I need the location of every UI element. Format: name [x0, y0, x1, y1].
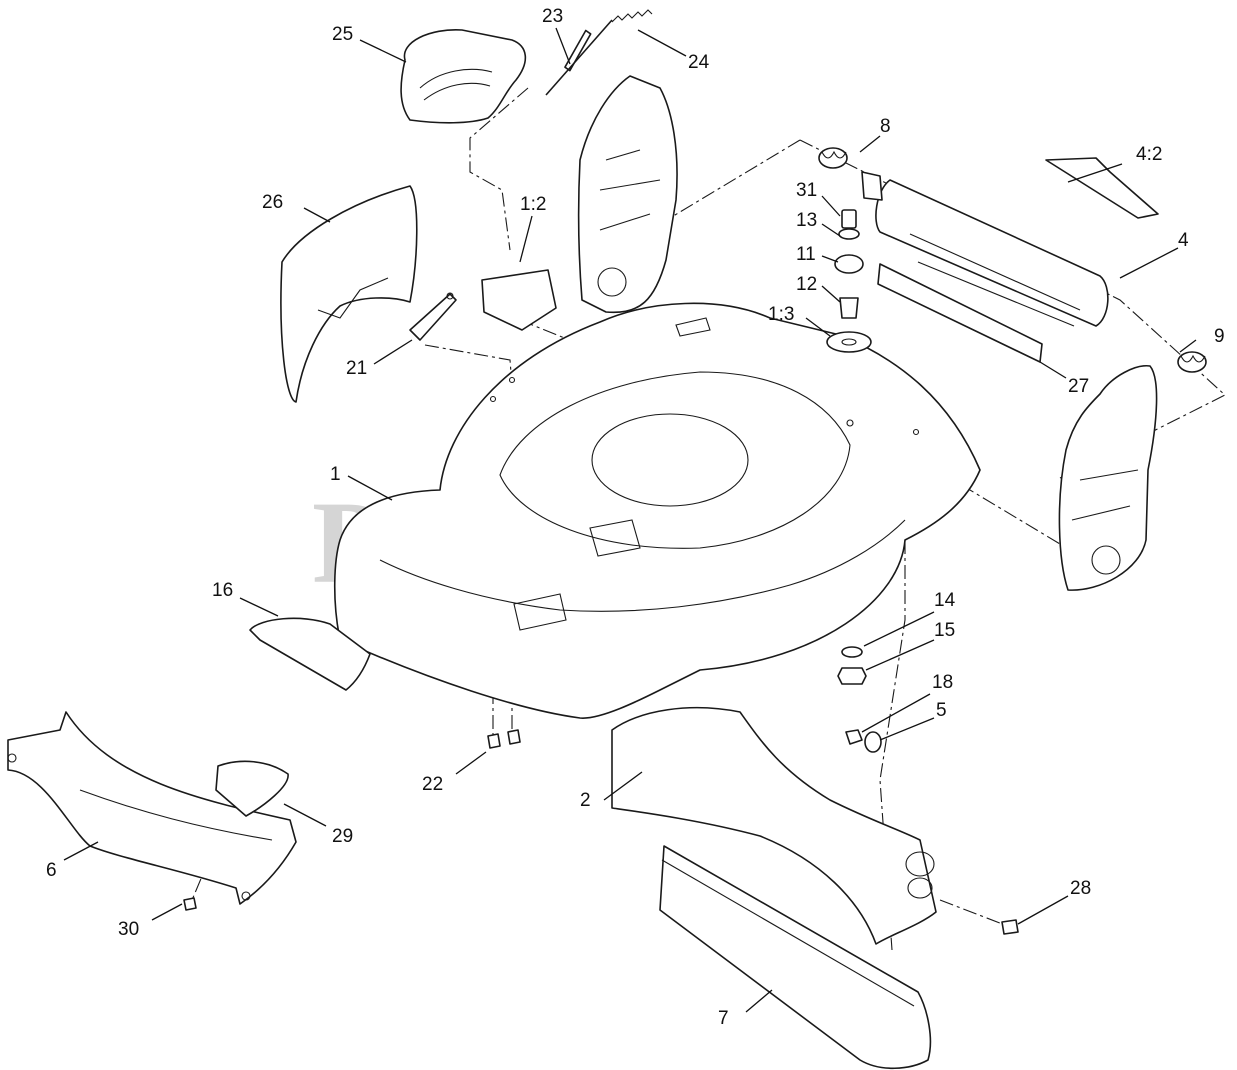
- callout-28: 27: [1068, 376, 1089, 397]
- guide-line-cover: [469, 87, 529, 251]
- callout-16: 16: [212, 580, 233, 601]
- leader-lines: [63, 27, 1197, 1013]
- callout-8: 8: [880, 116, 891, 137]
- part-11: [834, 254, 864, 274]
- callout-2: 2: [580, 790, 591, 811]
- callout-5: 6: [46, 860, 57, 881]
- callout-7: 7: [718, 1008, 729, 1029]
- part-rear-flap: [659, 845, 932, 1070]
- callout-6: 5: [936, 700, 947, 721]
- part-12: [839, 297, 859, 319]
- callout-22: 22: [422, 774, 443, 795]
- callout-24: 24: [688, 52, 710, 73]
- callout-1-3: 1:3: [768, 304, 794, 325]
- callout-31: 31: [796, 180, 817, 201]
- part-bracket-21: [409, 292, 457, 341]
- part-height-knob-stack: [826, 209, 872, 353]
- part-13: [838, 228, 860, 240]
- guide-line-bracket-21: [424, 344, 513, 386]
- part-rear-shaft-housing: [861, 171, 1109, 327]
- part-31: [841, 209, 857, 229]
- part-left-rear-bracket: [577, 75, 678, 314]
- callout-14: 14: [934, 590, 956, 611]
- part-1-3: [826, 331, 872, 353]
- part-spring-8: [818, 147, 848, 169]
- callout-11: 11: [796, 244, 816, 265]
- callout-1-2: 1:2: [520, 194, 546, 215]
- part-rod-and-spring: [545, 9, 653, 96]
- part-15: [837, 667, 867, 685]
- part-baffle: [481, 269, 557, 331]
- callout-12: 12: [796, 274, 817, 295]
- guide-line-screw-27: [939, 899, 1006, 926]
- callout-26: 26: [262, 192, 283, 213]
- part-6: [864, 731, 882, 753]
- callout-4: 4: [1178, 230, 1189, 251]
- callout-15: 15: [934, 620, 955, 641]
- part-screw-30: [183, 897, 197, 911]
- callout-labels: 25 23 24 26 1:2 8 4:2 4 9 31 13 11 12 1:…: [46, 6, 1225, 1029]
- callout-18: 18: [932, 672, 953, 693]
- part-18: [845, 729, 863, 745]
- part-nut-spacer: [845, 729, 882, 753]
- part-discharge-chute: [611, 706, 937, 945]
- part-decal-16: [249, 617, 371, 691]
- callout-27: 28: [1070, 878, 1091, 899]
- callout-9: 9: [1214, 326, 1225, 347]
- part-front-bracket: [7, 711, 297, 905]
- part-right-rear-bracket: [1058, 365, 1158, 591]
- callout-25: 25: [332, 24, 353, 45]
- part-mower-deck: [333, 302, 981, 719]
- part-rear-guard: [280, 185, 418, 403]
- callout-4-2: 4:2: [1136, 144, 1162, 165]
- callout-13: 13: [796, 210, 817, 231]
- callout-23: 23: [542, 6, 563, 27]
- callout-1: 1: [330, 464, 341, 485]
- part-14: [841, 646, 863, 658]
- callout-30: 30: [118, 919, 139, 940]
- part-cap-29: [215, 760, 289, 817]
- guide-line-screw-30: [191, 809, 231, 901]
- part-washer-nut: [837, 646, 867, 685]
- part-screw-27: [1001, 919, 1019, 935]
- part-discharge-plug: [400, 29, 527, 124]
- part-bolts-22: [487, 729, 521, 749]
- callout-21: 21: [346, 358, 367, 379]
- part-decal-4-2: [1045, 157, 1159, 219]
- part-spring-9: [1177, 351, 1207, 373]
- callout-29: 29: [332, 826, 353, 847]
